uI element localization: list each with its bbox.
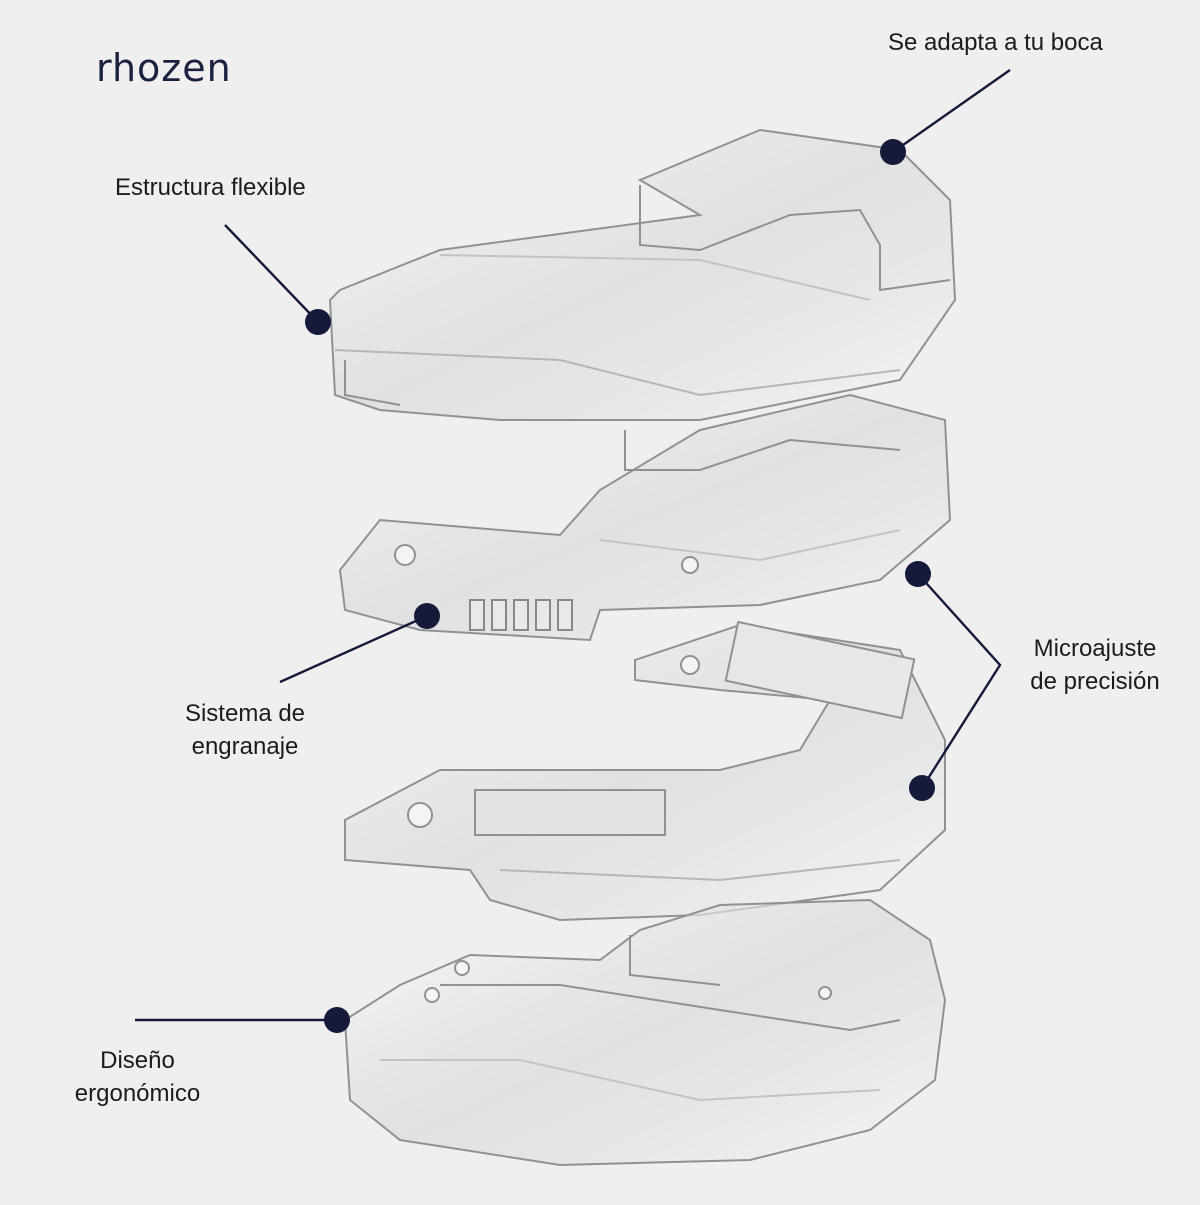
callout-dot-ergonomic (324, 1007, 350, 1033)
callout-line-gear (279, 614, 428, 684)
callout-gear-line1: Sistema de (184, 700, 306, 727)
callout-adapts-text: Se adapta a tu boca (888, 29, 1103, 56)
callout-dots (305, 139, 935, 1033)
callout-label-micro: Microajuste de precisión (1010, 632, 1180, 698)
callout-dot-adapts (880, 139, 906, 165)
callout-dot-micro-bottom (909, 775, 935, 801)
callout-label-gear: Sistema de engranaje (170, 697, 320, 763)
callout-ergonomic-line1: Diseño (100, 1047, 175, 1074)
callout-line-adapts (892, 69, 1011, 153)
callout-line-micro (917, 573, 1002, 789)
callout-lines (135, 69, 1011, 1022)
callout-label-adapts: Se adapta a tu boca (888, 26, 1103, 59)
callout-label-flexible: Estructura flexible (115, 171, 306, 204)
callout-line-flexible (224, 224, 319, 323)
microadjust-layer (344, 620, 946, 922)
callout-micro-line1: Microajuste (1033, 635, 1157, 662)
brand-logo: rhozen (96, 46, 232, 90)
top-tray-layer (328, 128, 957, 421)
callout-micro-line2: de precisión (1030, 668, 1160, 695)
bottom-tray-layer (343, 898, 947, 1167)
callout-dot-micro-top (905, 561, 931, 587)
callout-dot-flexible (305, 309, 331, 335)
callout-flexible-text: Estructura flexible (115, 174, 306, 201)
callout-gear-line2: engranaje (191, 733, 299, 760)
callout-dot-gear (414, 603, 440, 629)
callout-ergonomic-line2: ergonómico (74, 1080, 201, 1107)
gear-layer (338, 393, 952, 642)
callout-label-ergonomic: Diseño ergonómico (55, 1044, 220, 1110)
